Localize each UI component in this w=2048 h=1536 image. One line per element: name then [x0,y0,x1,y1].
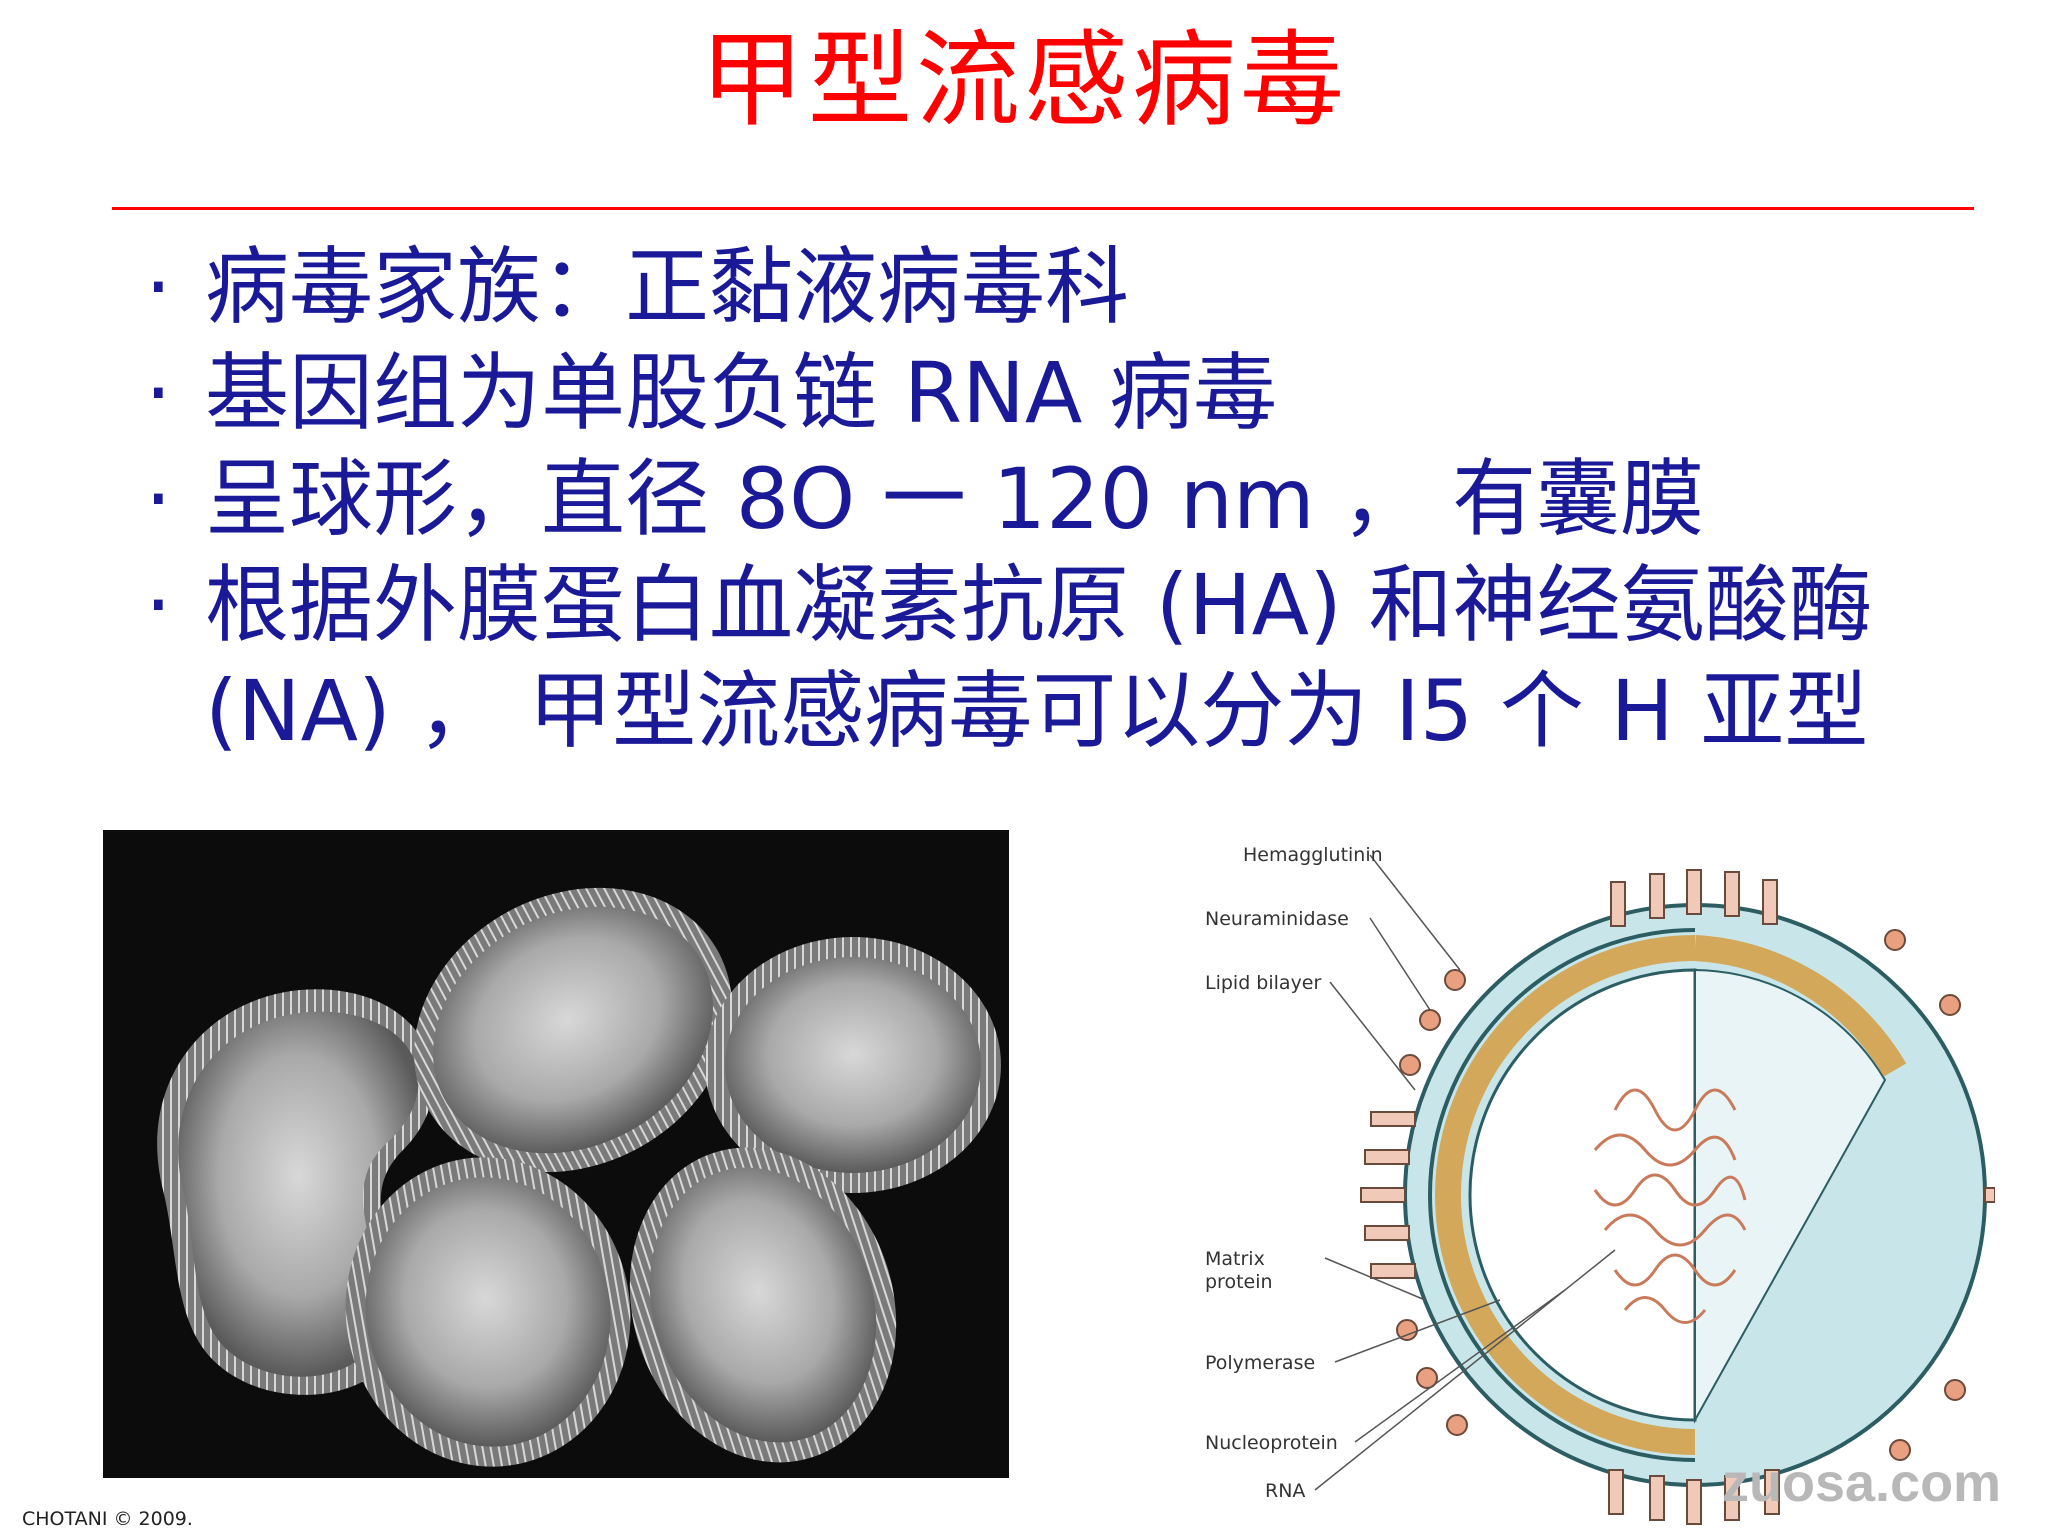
rna-segments [1593,1088,1747,1324]
label-neuraminidase: Neuraminidase [1205,908,1349,930]
bullet-list: · 病毒家族：正黏液病毒科 · 基因组为单股负链 RNA 病毒 · 呈球形，直径… [145,234,2025,764]
label-polymerase: Polymerase [1205,1352,1316,1374]
label-nucleoprotein: Nucleoprotein [1205,1432,1338,1454]
virion-top [414,887,732,1173]
bullet-text-3: 呈球形，直径 8O 一 120 nm ， 有囊膜 [205,450,1705,548]
label-matrix-protein: Matrix protein [1205,1248,1273,1293]
bullet-text-2: 基因组为单股负链 RNA 病毒 [205,344,1278,442]
virus-particles-image [103,830,1009,1478]
bullet-text-4: 根据外膜蛋白血凝素抗原 (HA) 和神经氨酸酶 (NA) ， 甲型流感病毒可以分… [205,556,1873,760]
label-rna: RNA [1265,1480,1306,1502]
bullet-dot: · [145,344,172,442]
bullet-dot: · [145,556,172,654]
label-hemagglutinin: Hemagglutinin [1243,844,1383,866]
bullet-item-3: · 呈球形，直径 8O 一 120 nm ， 有囊膜 [145,446,2025,552]
label-lipid-bilayer: Lipid bilayer [1205,972,1322,994]
virion-right [705,937,1001,1193]
bullet-dot: · [145,238,172,336]
bullet-text-1: 病毒家族：正黏液病毒科 [205,238,1130,336]
virion-bottom-middle [345,1157,631,1467]
title-underline [112,207,1974,210]
virion-bottom-right [629,1147,897,1463]
copyright-credit: CHOTANI © 2009. [22,1508,193,1530]
watermark: zuosa.com [1722,1453,2002,1513]
bullet-item-2: · 基因组为单股负链 RNA 病毒 [145,340,2025,446]
electron-micrograph [103,830,1009,1478]
virus-cross-section [1314,854,1996,1525]
bullet-item-4: · 根据外膜蛋白血凝素抗原 (HA) 和神经氨酸酶 (NA) ， 甲型流感病毒可… [145,552,2025,764]
bullet-item-1: · 病毒家族：正黏液病毒科 [145,234,2025,340]
slide-title: 甲型流感病毒 [699,19,1348,141]
bullet-dot: · [145,450,172,548]
surface-spikes [1360,869,1996,1525]
virus-structure-diagram: Hemagglutinin Neuraminidase Lipid bilaye… [1195,830,1996,1530]
